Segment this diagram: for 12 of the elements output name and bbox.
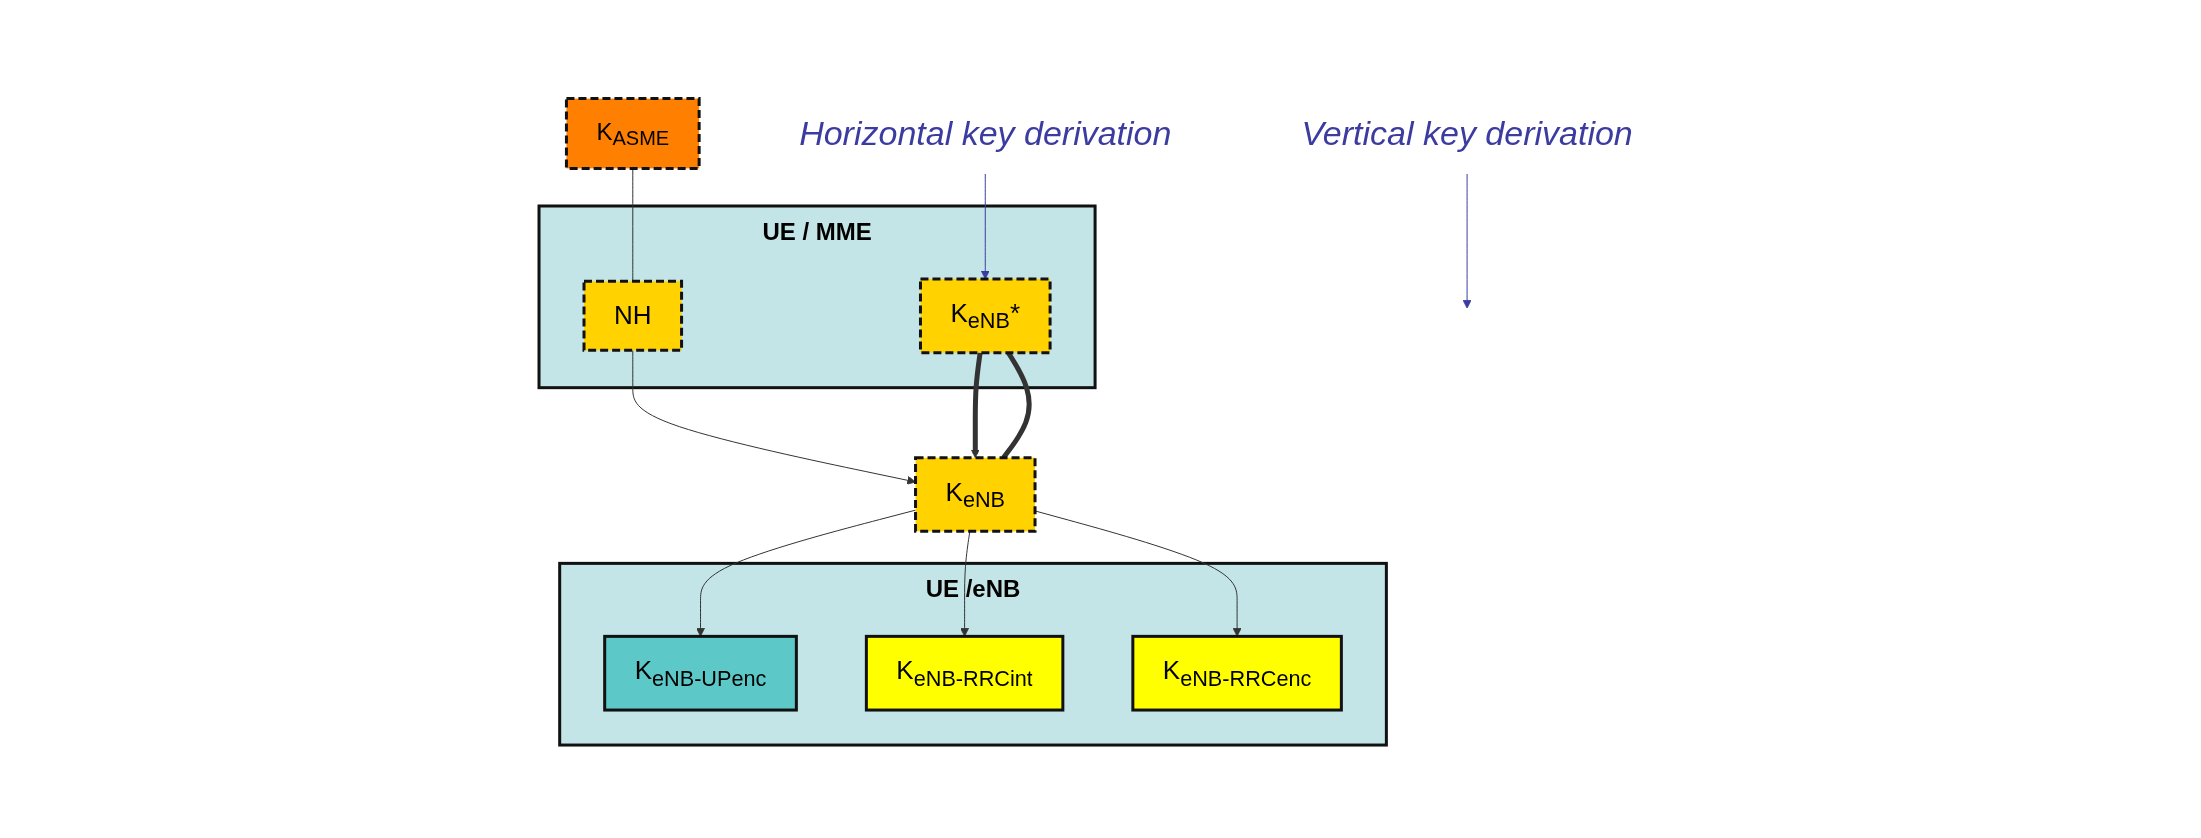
arrow xyxy=(1462,173,1472,309)
node-text: Vertical key derivation xyxy=(1301,113,1633,152)
node-box: K$_{eNB-UPenc}$ xyxy=(602,634,798,712)
node-box: K$_{ASME}$ xyxy=(564,97,701,170)
node-box: K$_{eNB}$* xyxy=(918,277,1052,355)
node-box: NH xyxy=(582,279,683,352)
arrow xyxy=(1034,510,1242,637)
node-box: K$_{eNB-RRCint}$ xyxy=(864,634,1064,712)
node-box: K$_{eNB}$ xyxy=(913,456,1037,533)
arrow xyxy=(695,509,916,637)
node-box: K$_{eNB-RRCenc}$ xyxy=(1130,634,1343,712)
node-text: Horizontal key derivation xyxy=(798,113,1172,152)
